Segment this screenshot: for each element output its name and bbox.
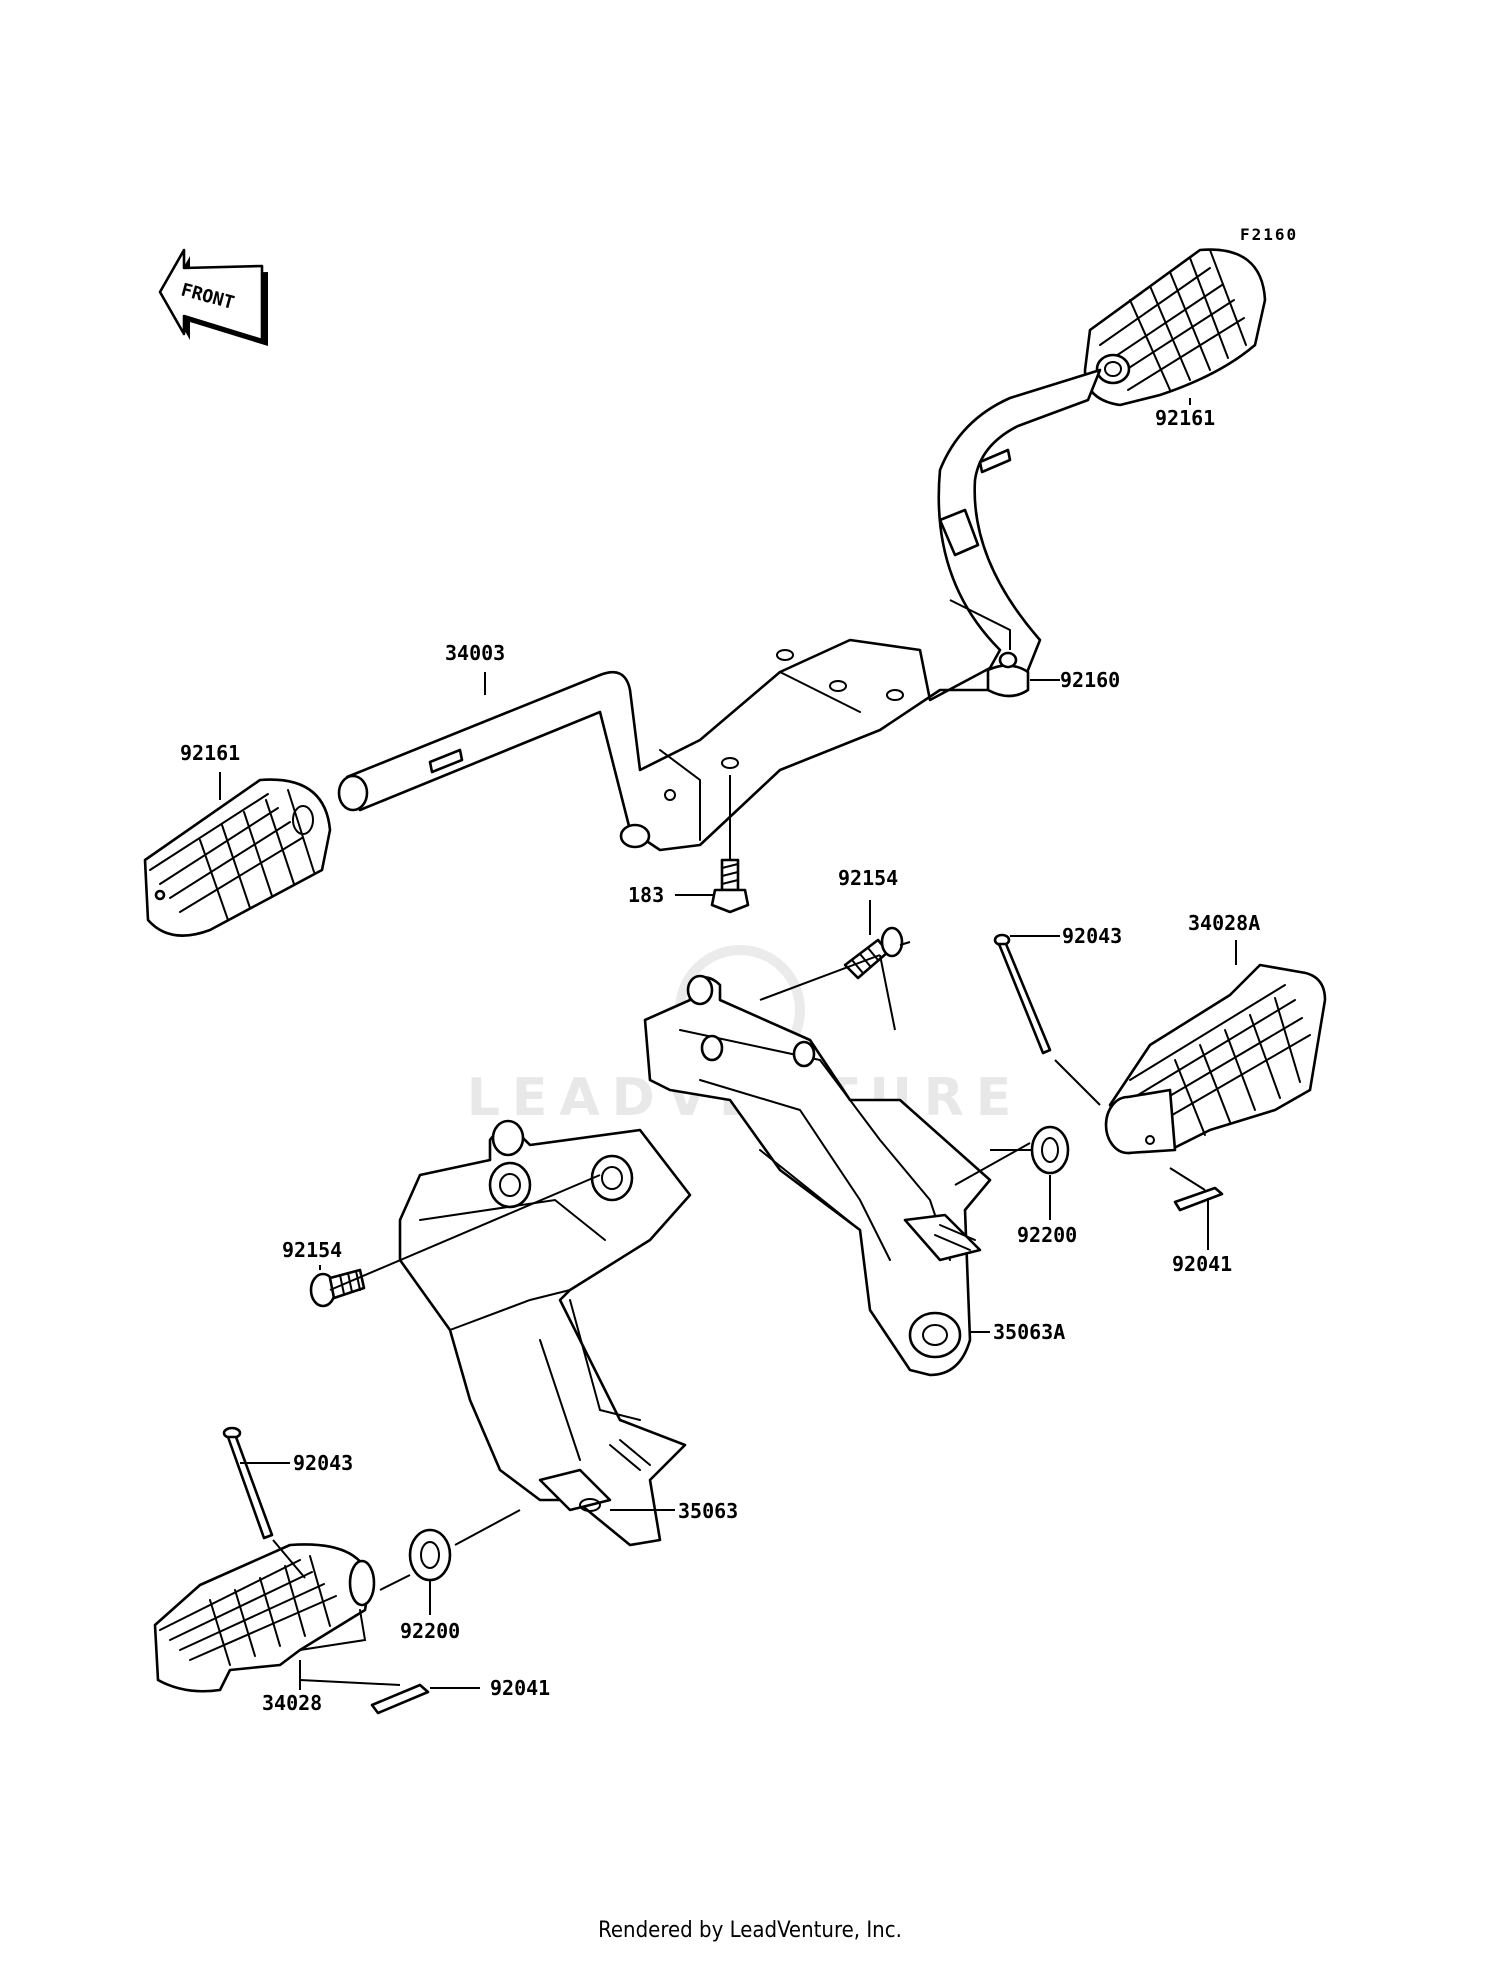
pin-92043-left [222,1426,274,1540]
label-92200-right: 92200 [1017,1223,1077,1247]
label-34028: 34028 [262,1691,322,1715]
part-labels: 92161 92160 34003 92161 183 92154 92043 … [180,406,1260,1715]
front-arrow-icon: FRONT [158,248,268,346]
label-35063A: 35063A [993,1320,1065,1344]
washer-92200-right [1030,1125,1070,1175]
pin-92043-right [993,933,1052,1055]
label-92200-left: 92200 [400,1619,460,1643]
footrest-bar-34003 [337,368,1102,852]
washer-92200-left [408,1528,452,1582]
label-34003: 34003 [445,641,505,665]
leader-lines [219,398,1237,1690]
label-34028A: 34028A [1188,911,1260,935]
label-92154-left: 92154 [282,1238,342,1262]
label-92043-left: 92043 [293,1451,353,1475]
footpeg-rubber-top-right [1083,248,1267,407]
label-92041-left: 92041 [490,1676,550,1700]
diagram-reference-code: F2160 [1240,225,1298,244]
label-92043-right: 92043 [1062,924,1122,948]
label-183: 183 [628,883,664,907]
cotter-pin-92041-right [1173,1186,1224,1212]
label-92041-right: 92041 [1172,1252,1232,1276]
label-92160: 92160 [1060,668,1120,692]
label-92161-top: 92161 [1155,406,1215,430]
bolt-92154-left [309,1268,366,1308]
footpeg-rubber-left [143,778,332,937]
footpeg-bracket-35063A [643,974,992,1377]
label-92161-left: 92161 [180,741,240,765]
cotter-pin-92041-left [370,1683,430,1715]
label-35063: 35063 [678,1499,738,1523]
footpeg-34028 [153,1543,376,1693]
bolt-183 [710,858,750,914]
bolt-92154-top [843,926,904,980]
footpeg-bracket-35063 [398,1119,692,1547]
footpeg-34028A [1104,963,1327,1155]
label-92154-top: 92154 [838,866,898,890]
damper-92160 [986,651,1030,698]
footer-credit: Rendered by LeadVenture, Inc. [598,1918,902,1943]
